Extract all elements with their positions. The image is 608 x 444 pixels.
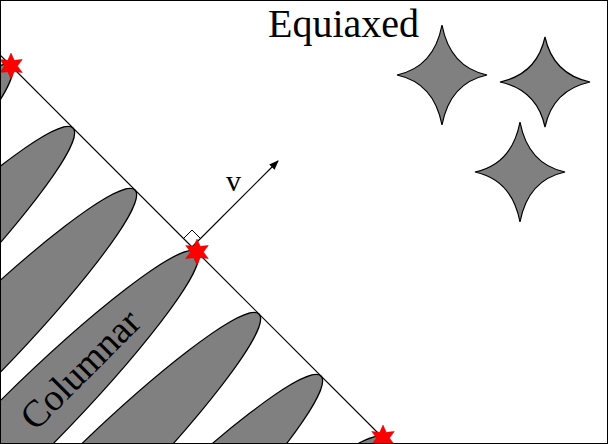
tip-marker: [372, 425, 395, 444]
columnar-grain: [0, 414, 407, 444]
velocity-arrow: [192, 161, 278, 247]
velocity-label: v: [226, 166, 241, 196]
growth-front: [0, 55, 389, 444]
right-angle-mark: [184, 230, 201, 239]
tip-marker: [0, 53, 22, 79]
equiaxed-grain: [475, 122, 565, 222]
region-label: Equiaxed: [268, 4, 419, 44]
equiaxed-grain: [500, 37, 590, 127]
tip-marker: [186, 239, 209, 265]
columnar-grains: [0, 42, 407, 444]
